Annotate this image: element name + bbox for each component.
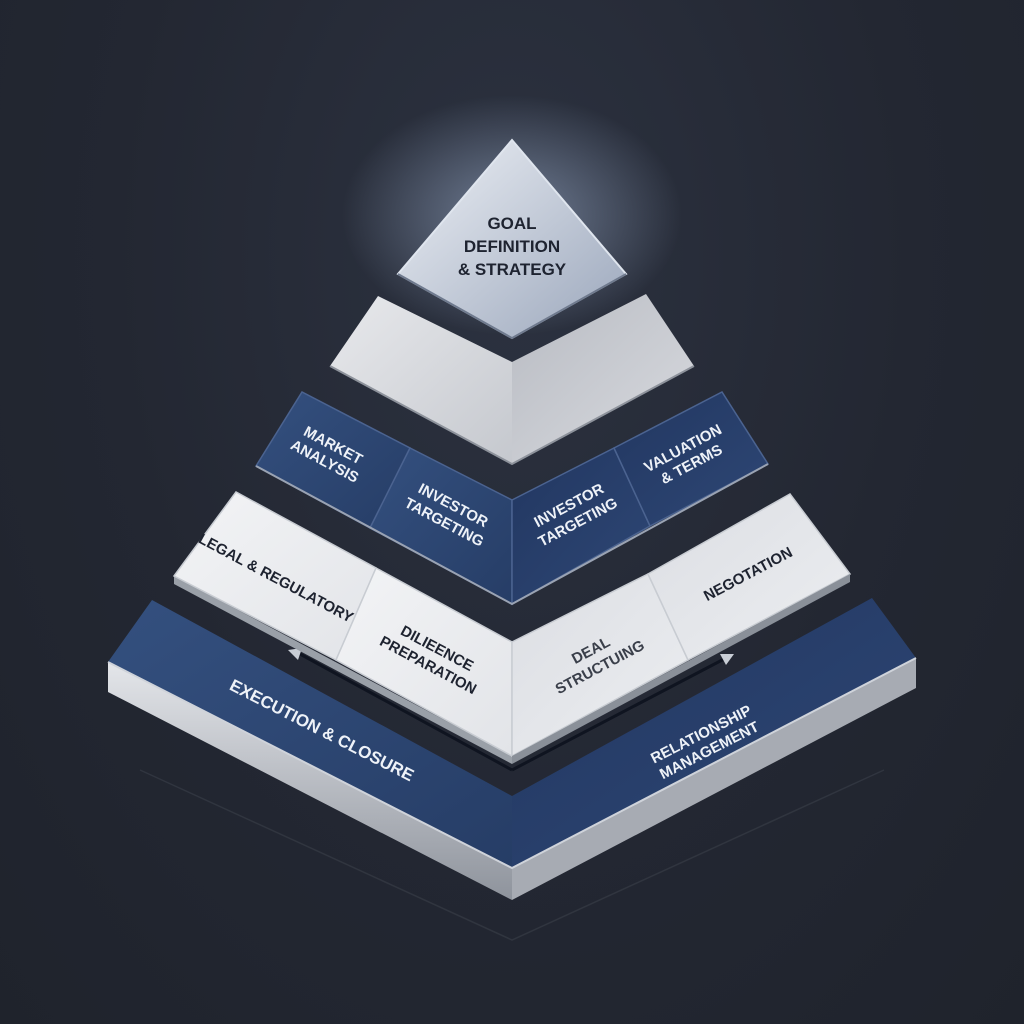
silver-chevron-left xyxy=(330,296,512,464)
apex-label-line1: GOAL xyxy=(487,214,536,233)
base-arrow-right xyxy=(511,656,727,772)
tier3-right-rim xyxy=(512,574,850,764)
base-edge-highlight xyxy=(107,657,917,870)
base-left-rim xyxy=(108,662,512,900)
base-tier xyxy=(107,598,917,941)
silver-chevron-edge xyxy=(329,365,695,466)
apex-label-line2: DEFINITION xyxy=(464,237,560,256)
apex xyxy=(396,138,628,340)
tier-1 xyxy=(329,294,695,466)
tier2-bottom-edge xyxy=(255,463,769,606)
tier3-left-rim xyxy=(174,576,512,764)
base-arrow-left-head xyxy=(288,648,302,660)
apex-label-line3: & STRATEGY xyxy=(458,260,567,279)
base-arrow-right-head xyxy=(720,654,734,665)
base-shadow-line xyxy=(139,769,885,941)
silver-chevron-right xyxy=(512,294,694,464)
tier-2 xyxy=(254,391,770,606)
apex-base-edge xyxy=(397,273,627,340)
tier-3 xyxy=(172,491,852,764)
base-left-face xyxy=(108,600,512,868)
base-right-rim xyxy=(512,658,916,900)
base-right-face xyxy=(512,598,916,868)
base-arrow-left xyxy=(299,652,513,772)
